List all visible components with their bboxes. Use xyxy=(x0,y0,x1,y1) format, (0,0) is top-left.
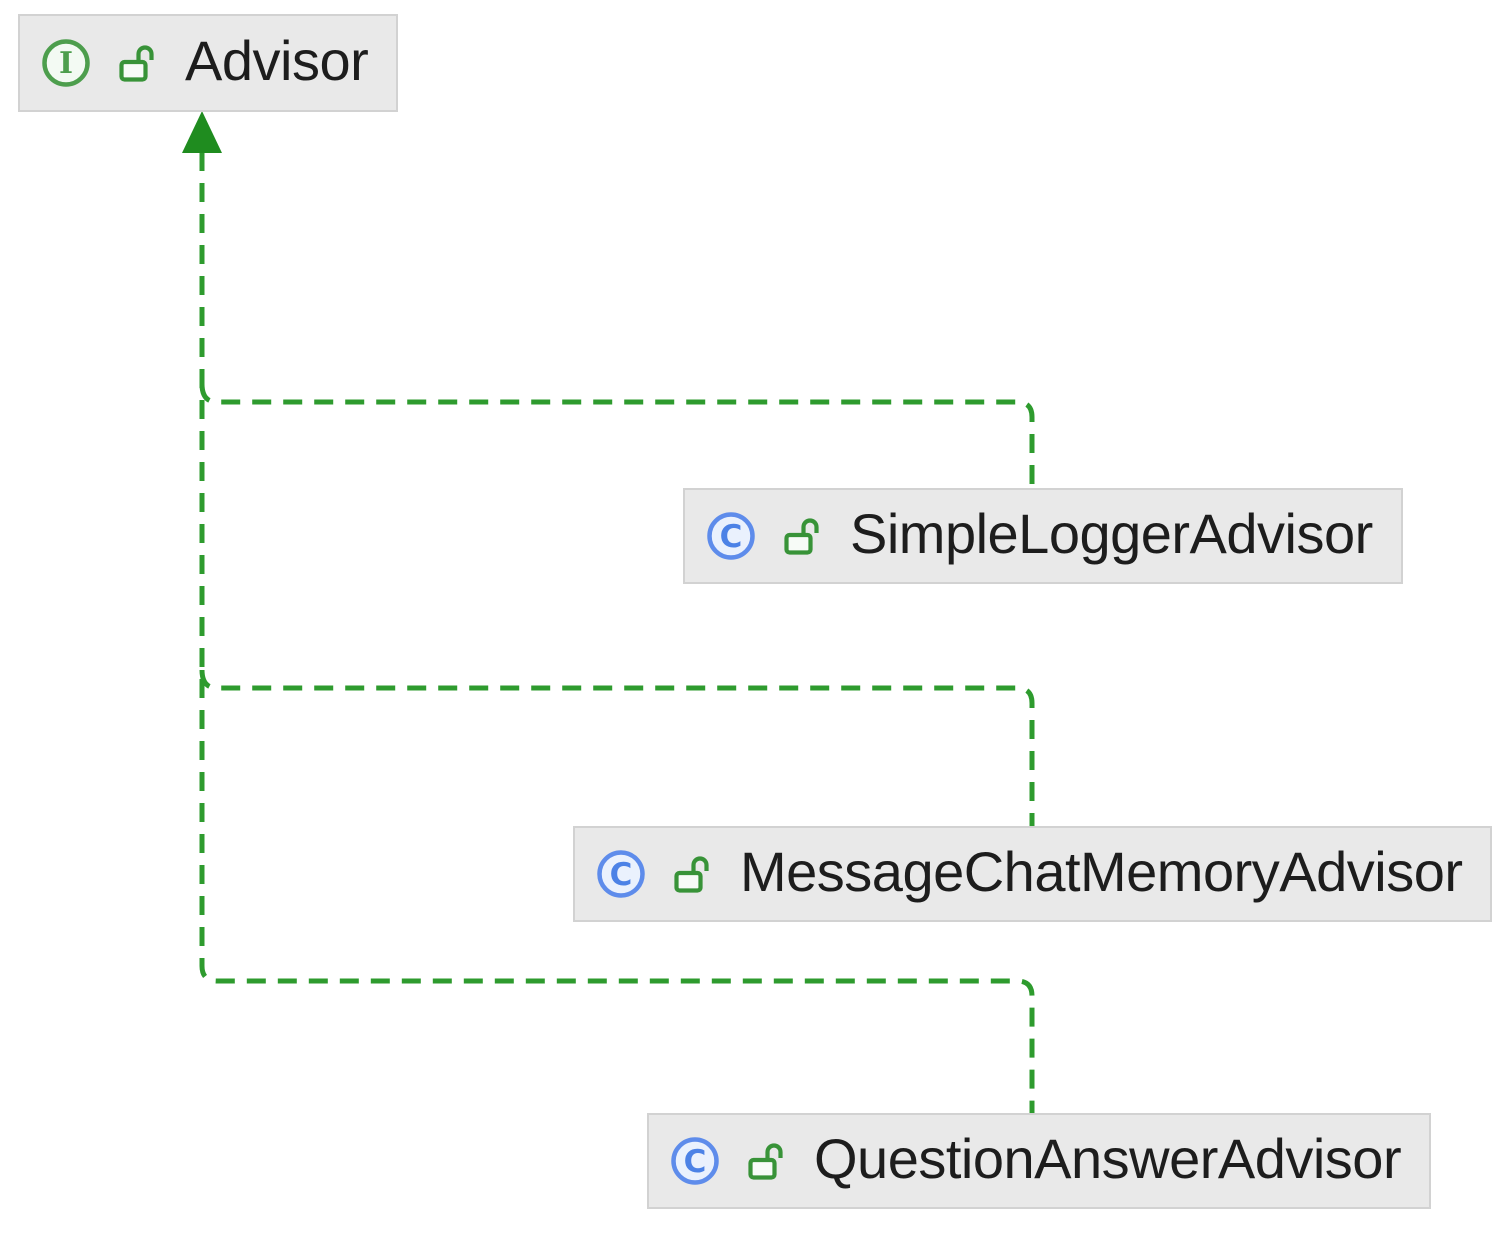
class-node-messagechatmemoryadvisor[interactable]: C MessageChatMemoryAdvisor xyxy=(573,826,1493,922)
svg-text:C: C xyxy=(684,1144,707,1180)
svg-text:C: C xyxy=(720,519,743,555)
node-label-simpleloggeradvisor: SimpleLoggerAdvisor xyxy=(850,502,1373,565)
svg-text:I: I xyxy=(59,46,73,81)
public-unlocked-icon xyxy=(118,40,155,86)
public-unlocked-icon xyxy=(783,513,820,559)
interface-icon: I xyxy=(40,37,92,89)
class-icon: C xyxy=(669,1135,721,1187)
class-icon: C xyxy=(705,510,757,562)
edge-simpleloggeradvisor-to-advisor xyxy=(199,383,1035,488)
svg-text:C: C xyxy=(610,857,633,893)
inheritance-arrowhead-icon xyxy=(182,111,222,153)
node-label-advisor: Advisor xyxy=(185,29,369,92)
class-node-simpleloggeradvisor[interactable]: C SimpleLoggerAdvisor xyxy=(683,488,1403,584)
node-label-messagechatmemoryadvisor: MessageChatMemoryAdvisor xyxy=(740,840,1463,903)
class-node-questionansweradvisor[interactable]: C QuestionAnswerAdvisor xyxy=(647,1113,1432,1209)
class-icon: C xyxy=(595,848,647,900)
edge-questionansweradvisor-to-advisor xyxy=(199,152,1035,1113)
public-unlocked-icon xyxy=(747,1138,784,1184)
edge-messagechatmemoryadvisor-to-advisor xyxy=(199,669,1035,826)
public-unlocked-icon xyxy=(673,851,710,897)
node-label-questionansweradvisor: QuestionAnswerAdvisor xyxy=(814,1127,1402,1190)
interface-node-advisor[interactable]: I Advisor xyxy=(18,14,399,112)
